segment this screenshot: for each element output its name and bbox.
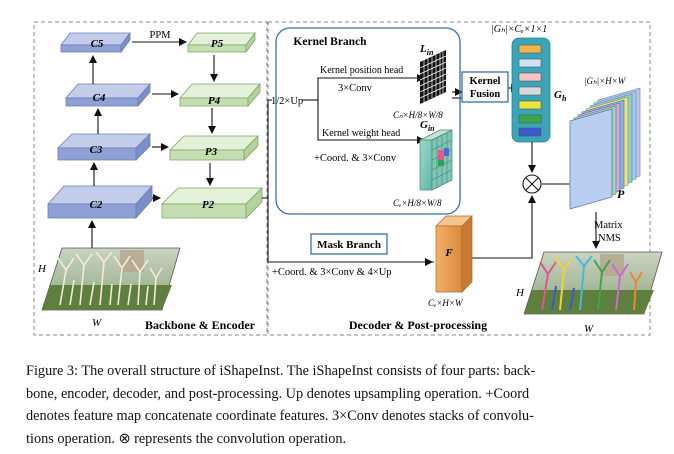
architecture-figure: C5 C4 C3 C2 P5 P4 P3 xyxy=(33,21,663,336)
input-image xyxy=(41,247,181,311)
p-dims: |Gₕ|×H×W xyxy=(584,76,627,86)
f-block xyxy=(435,215,473,293)
weight-conv-label: +Coord. & 3×Conv xyxy=(314,153,397,164)
input-width-label: W xyxy=(92,317,102,329)
backbone-arrows xyxy=(88,38,218,248)
weight-head-label: Kernel weight head xyxy=(322,128,400,139)
figure-caption: Figure 3: The overall structure of iShap… xyxy=(26,360,656,450)
p4-label: P4 xyxy=(208,95,221,107)
caption-line-4: tions operation. ⊗ represents the convol… xyxy=(26,430,347,447)
kernel-fusion-label-2: Fusion xyxy=(470,89,501,100)
p2-label: P2 xyxy=(202,199,215,211)
mask-ops-label: +Coord. & 3×Conv & 4×Up xyxy=(272,267,392,278)
f-label: F xyxy=(444,247,453,259)
kernel-branch-box xyxy=(275,27,461,215)
l-in-label: Lin xyxy=(419,43,434,57)
kernel-fusion-label-1: Kernel xyxy=(470,76,501,87)
g-in-block xyxy=(419,129,453,191)
output-width-label: W xyxy=(584,323,594,335)
l-in-dims: Cₙ×H/8×W/8 xyxy=(393,110,443,120)
g-in-dims: Cₑ×H/8×W/8 xyxy=(393,198,442,208)
convolution-operator-icon xyxy=(522,174,542,194)
p4-block: P4 xyxy=(179,82,261,108)
p3-block: P3 xyxy=(169,135,259,161)
mask-branch-title: Mask Branch xyxy=(317,239,381,251)
caption-line-3: denotes feature map concatenate coordina… xyxy=(26,408,534,424)
p5-block: P5 xyxy=(187,31,256,54)
backbone-title: Backbone & Encoder xyxy=(145,318,256,332)
g-h-panel xyxy=(511,37,551,143)
caption-line-1: Figure 3: The overall structure of iShap… xyxy=(26,363,536,379)
c2-block: C2 xyxy=(47,184,153,220)
mask-branch-box xyxy=(310,233,388,255)
decoder-title: Decoder & Post-processing xyxy=(349,318,487,332)
kernel-fusion-box xyxy=(461,71,509,103)
c4-label: C4 xyxy=(93,92,106,104)
l-in-grid xyxy=(419,50,447,104)
c5-label: C5 xyxy=(91,38,104,50)
g-h-dims: |Gₕ|×Cₑ×1×1 xyxy=(491,24,547,35)
position-head-label: Kernel position head xyxy=(320,65,403,76)
matrix-nms-label-1: Matrix xyxy=(594,220,623,231)
output-height-label: H xyxy=(515,287,525,299)
p5-label: P5 xyxy=(211,38,224,50)
c2-label: C2 xyxy=(90,199,103,211)
kernel-branch-title: Kernel Branch xyxy=(293,36,367,48)
f-dims: Cₑ×H×W xyxy=(428,298,464,308)
input-height-label: H xyxy=(37,263,47,275)
p-stack xyxy=(569,87,641,210)
g-h-label: Gh xyxy=(554,89,567,103)
position-conv-label: 3×Conv xyxy=(338,83,373,94)
matrix-nms-label-2: NMS xyxy=(598,233,621,244)
c3-label: C3 xyxy=(90,144,103,156)
c4-block: C4 xyxy=(65,82,151,108)
g-in-label: Gin xyxy=(420,119,435,133)
upsample-label: 1/2×Up xyxy=(271,96,303,107)
c3-block: C3 xyxy=(57,133,151,161)
output-image xyxy=(523,251,663,315)
ppm-label: PPM xyxy=(149,30,171,41)
p2-block: P2 xyxy=(161,187,263,219)
caption-line-2: bone, encoder, decoder, and post-process… xyxy=(26,385,530,402)
c5-block: C5 xyxy=(60,31,131,54)
p-label: P xyxy=(617,187,625,201)
p3-label: P3 xyxy=(205,146,218,158)
